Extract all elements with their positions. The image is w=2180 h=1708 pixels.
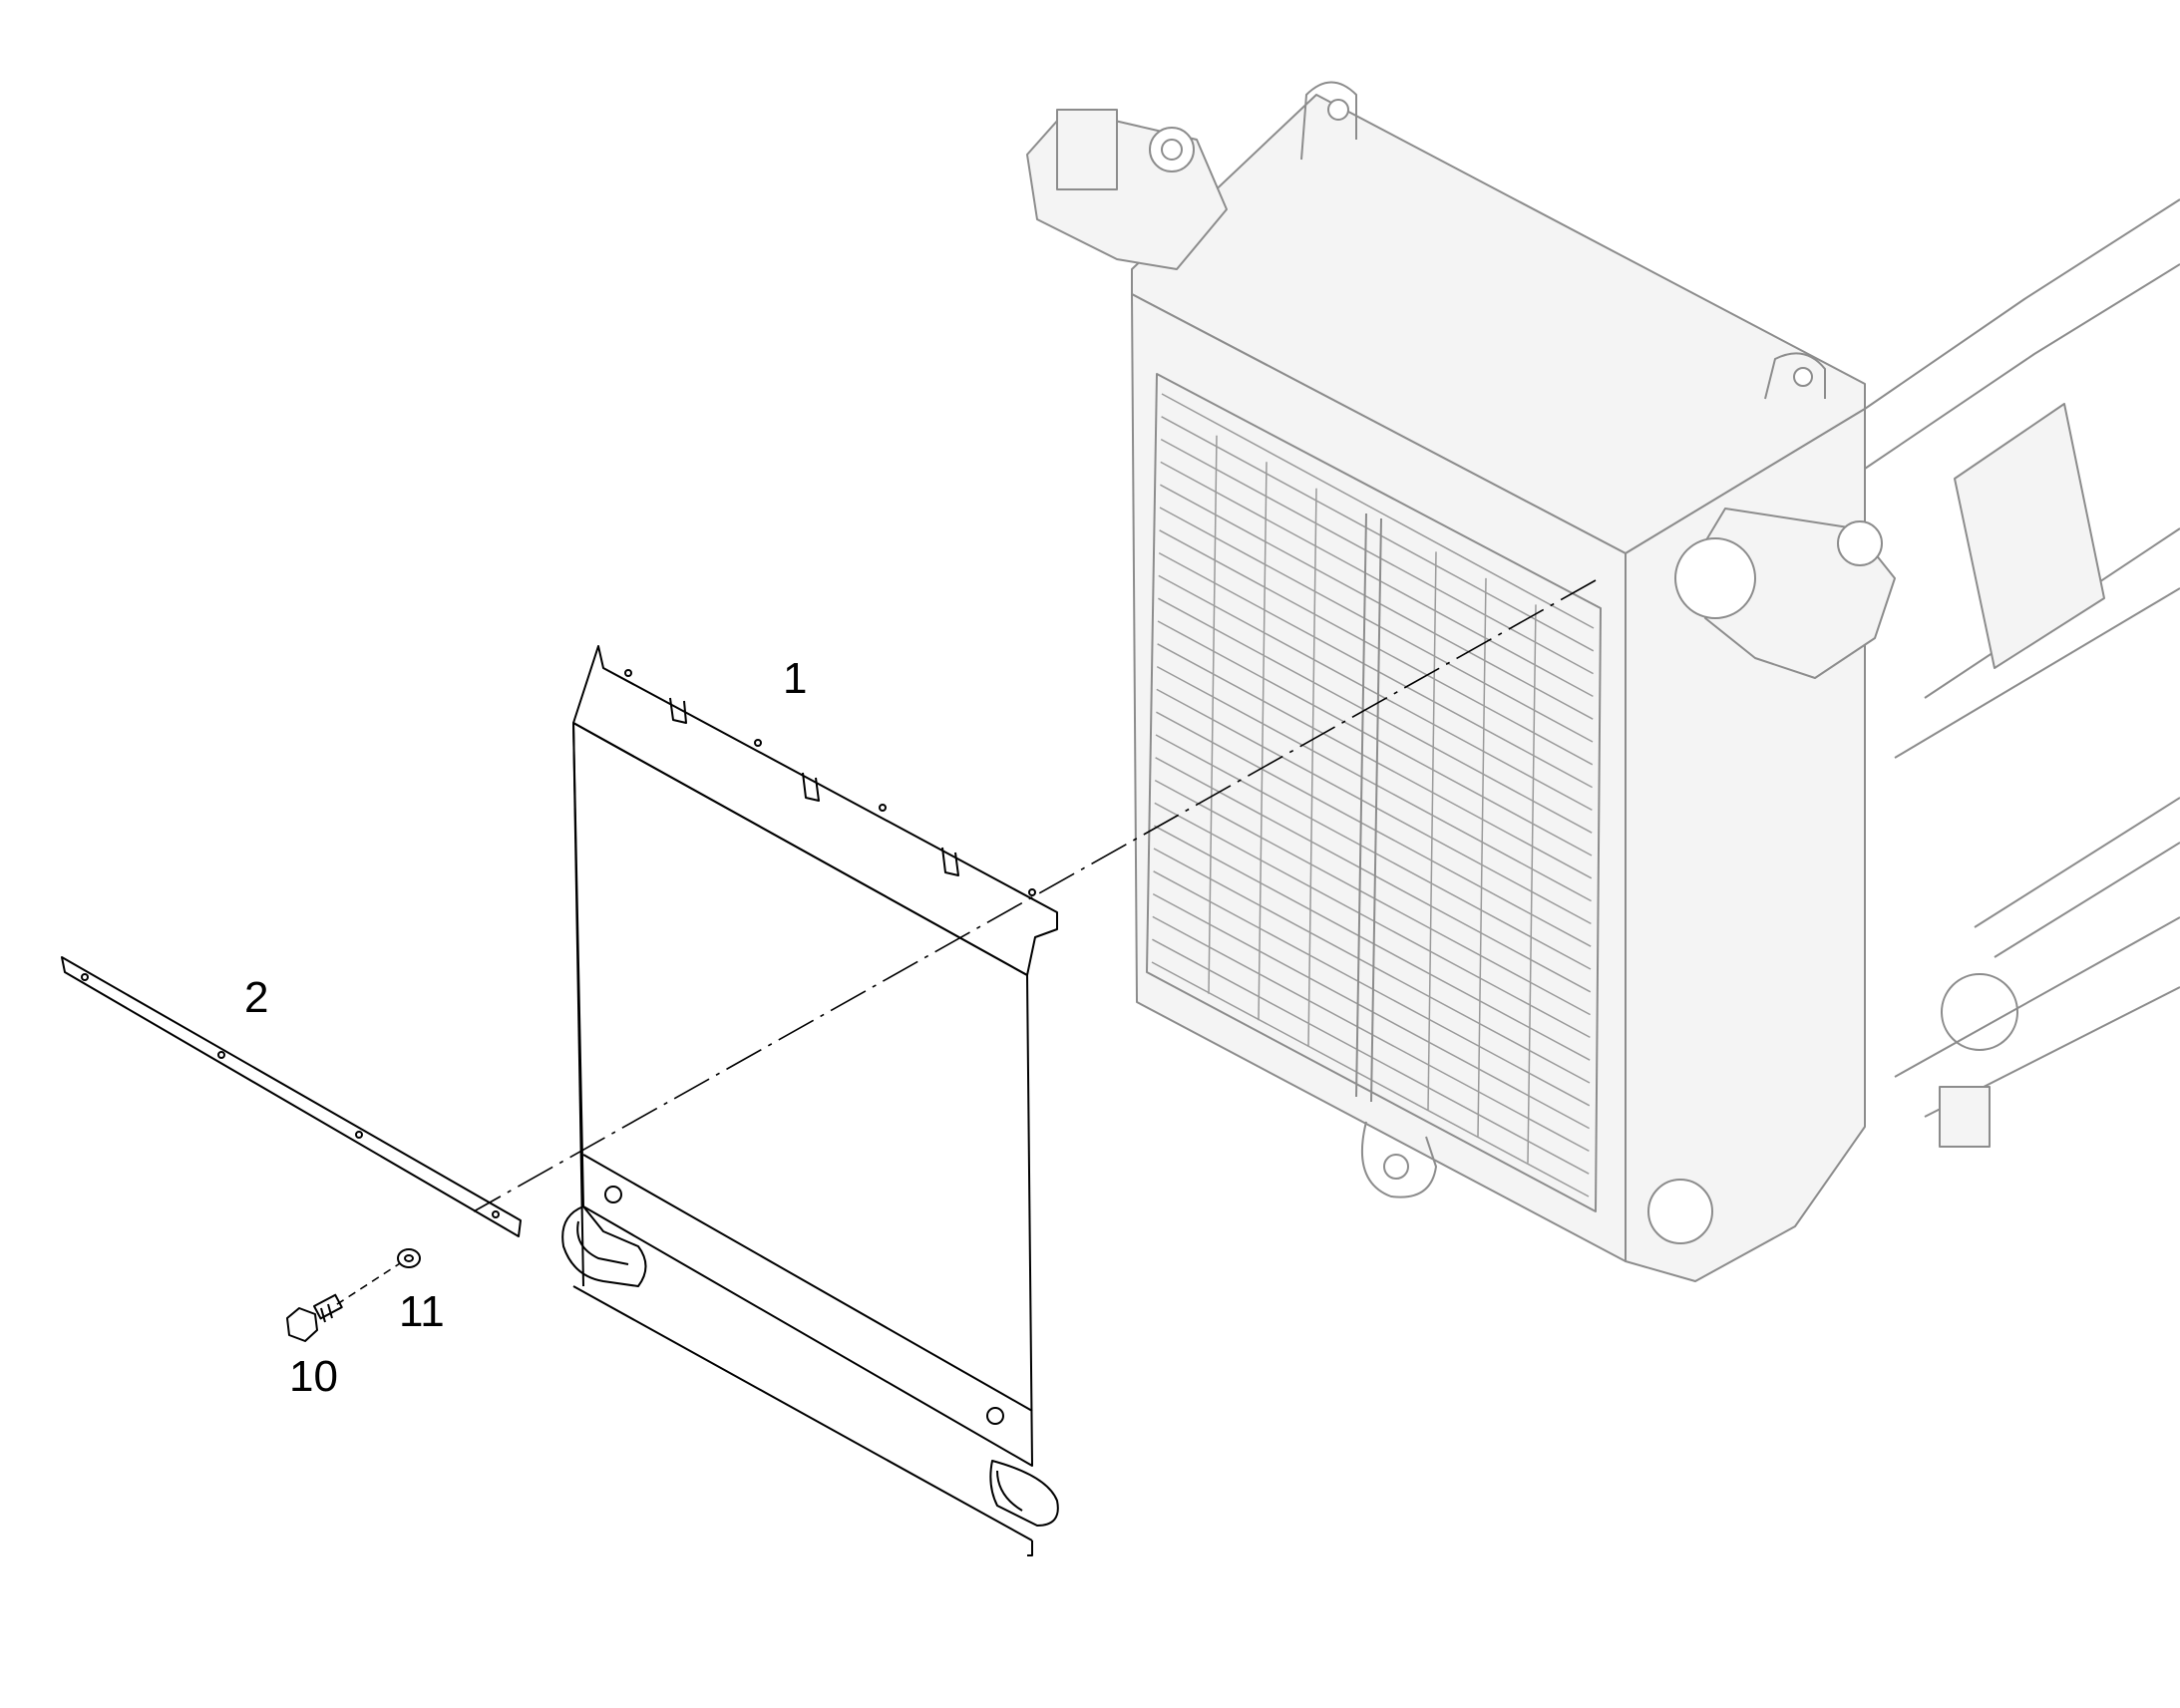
part-10-bolt bbox=[286, 1293, 343, 1342]
core-fin bbox=[1159, 529, 1594, 766]
panel-screw-lower bbox=[986, 1407, 1004, 1425]
core-fin bbox=[1157, 620, 1593, 856]
core-fin bbox=[1152, 938, 1590, 1175]
panel-screw-upper bbox=[604, 1186, 622, 1203]
core-fin bbox=[1156, 688, 1592, 925]
part-11-washer bbox=[397, 1248, 421, 1268]
callout-10: 10 bbox=[289, 1352, 338, 1401]
core-fin bbox=[1159, 507, 1594, 743]
core-fins bbox=[1151, 393, 1595, 1197]
core-fin bbox=[1155, 734, 1592, 970]
part-1-cover-panel bbox=[561, 645, 1059, 1556]
core-rib bbox=[1307, 488, 1317, 1047]
core-fin bbox=[1156, 665, 1592, 902]
radiator-core bbox=[1146, 373, 1602, 1212]
core-fin bbox=[1158, 551, 1593, 789]
housing-bottom-lifting-eye bbox=[1360, 1121, 1437, 1198]
panel-clip-right bbox=[941, 847, 959, 876]
core-fin bbox=[1156, 711, 1592, 947]
core-rib bbox=[1527, 604, 1537, 1164]
core-fin bbox=[1160, 438, 1594, 675]
panel-handle-left bbox=[561, 1205, 647, 1287]
core-fin bbox=[1160, 461, 1594, 698]
core-fin bbox=[1153, 848, 1591, 1084]
panel-handle-right bbox=[989, 1460, 1059, 1527]
core-fin bbox=[1152, 892, 1590, 1130]
core-fin bbox=[1161, 393, 1595, 629]
core-fin bbox=[1154, 825, 1591, 1061]
part-2-retaining-strip bbox=[61, 956, 522, 1237]
panel-body bbox=[572, 722, 1033, 1467]
side-wall-port-upper bbox=[1941, 973, 2018, 1051]
core-fin bbox=[1153, 870, 1591, 1107]
radiator-housing bbox=[1026, 81, 2180, 1282]
side-wall-port-lower bbox=[1647, 1179, 1713, 1244]
callout-1: 1 bbox=[783, 654, 807, 703]
right-hinge-bracket bbox=[1674, 508, 1896, 679]
housing-right-lifting-eye bbox=[1764, 352, 1826, 400]
core-fin bbox=[1151, 961, 1590, 1197]
core-fin bbox=[1158, 597, 1593, 834]
core-fin bbox=[1154, 802, 1591, 1039]
core-fin bbox=[1158, 574, 1593, 812]
core-fin bbox=[1155, 757, 1592, 993]
panel-clip-middle bbox=[802, 772, 820, 802]
core-fin bbox=[1157, 643, 1593, 879]
left-hinge-bracket bbox=[1026, 109, 1228, 270]
core-rib bbox=[1258, 462, 1268, 1021]
core-fin bbox=[1161, 416, 1595, 652]
housing-top-lifting-eye bbox=[1300, 81, 1357, 161]
core-fin bbox=[1154, 779, 1591, 1016]
callout-2: 2 bbox=[244, 973, 268, 1022]
boom-frame bbox=[1864, 198, 2180, 1148]
core-rib bbox=[1208, 435, 1218, 994]
core-rib bbox=[1477, 577, 1487, 1137]
core-fin bbox=[1152, 915, 1590, 1153]
callout-11: 11 bbox=[399, 1287, 445, 1336]
core-rib bbox=[1427, 551, 1437, 1111]
panel-top-flange bbox=[572, 645, 1058, 976]
panel-clip-left bbox=[669, 697, 687, 724]
core-fin bbox=[1160, 484, 1594, 720]
